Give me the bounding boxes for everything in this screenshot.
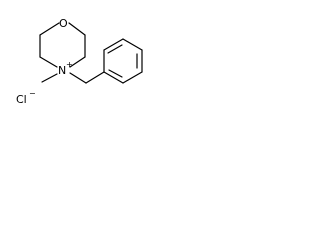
bond-n-ch2 <box>69 72 87 84</box>
oxygen-atom-label: O <box>59 17 68 30</box>
benzene-bond-5 <box>122 71 143 84</box>
bond-c-n-left <box>39 56 58 68</box>
benzene-bond-6 <box>103 71 124 84</box>
structure-diagram: O N + Cl − <box>16 17 143 106</box>
bond-o-c-left <box>39 22 60 36</box>
benzene-double-bond-1 <box>107 44 123 54</box>
chloride-charge: − <box>29 89 36 98</box>
benzene-bond-2 <box>103 38 124 51</box>
nitrogen-charge: + <box>66 60 73 69</box>
benzene-bond-3 <box>122 38 143 51</box>
chlorine-atom-label: Cl <box>16 93 27 106</box>
bond-ch2-ring <box>85 71 105 84</box>
nitrogen-atom-label: N <box>58 64 66 77</box>
benzene-ring <box>103 38 143 84</box>
bond-c-o-right <box>68 22 86 36</box>
bond-n-c-right <box>69 56 86 68</box>
benzene-double-bond-3 <box>108 69 123 78</box>
morpholine-ring <box>39 22 86 68</box>
bond-n-methyl <box>41 73 58 83</box>
